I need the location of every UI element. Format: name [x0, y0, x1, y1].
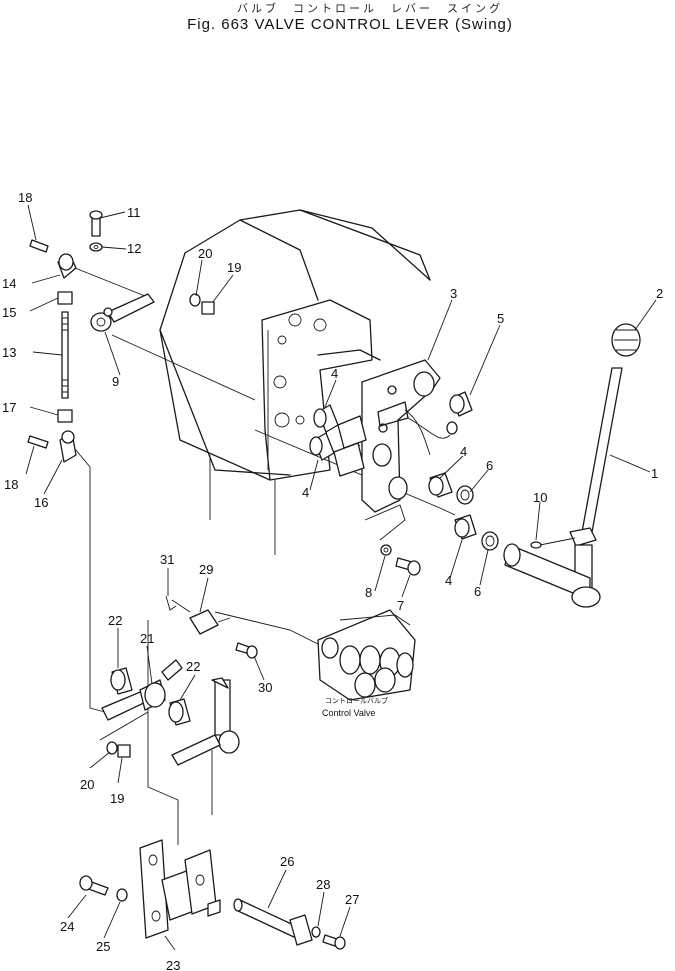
callout-11: 11	[127, 205, 141, 220]
callout-14: 14	[2, 276, 16, 291]
callout-17: 17	[2, 400, 16, 415]
part-26-shaft	[233, 898, 313, 946]
callout-22a: 22	[108, 613, 122, 628]
part-8-washer	[380, 544, 392, 556]
callout-2: 2	[656, 286, 663, 301]
part-13-rod	[61, 311, 69, 399]
part-19-nut	[117, 301, 215, 758]
callout-12: 12	[127, 241, 141, 256]
callout-13: 13	[2, 345, 16, 360]
callout-30: 30	[258, 680, 272, 695]
callout-20b: 20	[80, 777, 94, 792]
callout-15: 15	[2, 305, 16, 320]
part-22-bushings	[110, 667, 191, 726]
callout-23: 23	[166, 958, 180, 971]
callout-18b: 18	[4, 477, 18, 492]
part-6-seals	[456, 485, 499, 551]
part-4-bushings	[309, 404, 477, 540]
part-23-bracket	[139, 839, 221, 939]
callout-19b: 19	[110, 791, 124, 806]
part-25-washer	[116, 888, 128, 902]
part-18-bolts	[27, 239, 49, 449]
lever-arm-right	[171, 677, 240, 766]
callout-27: 27	[345, 892, 359, 907]
callout-28: 28	[316, 877, 330, 892]
part-28-washer	[311, 926, 321, 938]
callout-4c: 4	[460, 444, 467, 459]
control-valve-label: Control Valve	[322, 708, 375, 718]
callout-8: 8	[365, 585, 372, 600]
part-7-bolt	[395, 557, 421, 576]
callout-4b: 4	[302, 485, 309, 500]
diagram-title-japanese: バルブ コントロール レバー スイング	[237, 2, 503, 15]
part-17-nut	[57, 409, 73, 423]
control-valve	[317, 609, 416, 701]
part-29-clevis	[189, 609, 231, 635]
part-21-lever-assembly	[101, 659, 183, 721]
part-1-lever	[503, 367, 623, 608]
part-5-bushing	[449, 391, 473, 417]
callout-21: 21	[140, 631, 154, 646]
control-valve-label-jp: コントロールバルブ	[325, 696, 388, 705]
callout-9: 9	[112, 374, 119, 389]
part-15-nut	[57, 291, 73, 305]
callout-3: 3	[450, 286, 457, 301]
part-3-bracket	[361, 359, 458, 513]
machine-frame	[159, 209, 431, 555]
leader-lines	[25, 204, 657, 951]
part-9-arm	[90, 293, 155, 332]
part-11-bolt	[89, 210, 103, 237]
callout-6a: 6	[486, 458, 493, 473]
callout-20a: 20	[198, 246, 212, 261]
part-24-bolt	[79, 875, 109, 896]
part-10-pin	[530, 541, 542, 549]
part-20-washer	[106, 293, 201, 755]
callout-6b: 6	[474, 584, 481, 599]
part-16-rod-end	[59, 430, 77, 463]
callout-4d: 4	[445, 573, 452, 588]
callout-31: 31	[160, 552, 174, 567]
callout-16: 16	[34, 495, 48, 510]
callout-4a: 4	[331, 366, 338, 381]
callout-19a: 19	[227, 260, 241, 275]
part-31-pin	[165, 595, 191, 613]
callout-25: 25	[96, 939, 110, 954]
callout-1: 1	[651, 466, 658, 481]
callout-29: 29	[199, 562, 213, 577]
callout-10: 10	[533, 490, 547, 505]
callout-5: 5	[497, 311, 504, 326]
callout-24: 24	[60, 919, 74, 934]
callout-18a: 18	[18, 190, 32, 205]
part-14-rod-end	[57, 253, 77, 279]
part-12-washer	[89, 242, 103, 252]
callouts: 1 2 3 5 4 4 4 4 6 6 7 8 9 10 11 12 13 14…	[2, 190, 663, 971]
part-2-knob	[611, 323, 641, 357]
diagram-title: Fig. 663 VALVE CONTROL LEVER (Swing)	[187, 16, 513, 33]
part-30-bolt	[235, 642, 258, 659]
callout-7: 7	[397, 598, 404, 613]
callout-22b: 22	[186, 659, 200, 674]
callout-26: 26	[280, 854, 294, 869]
part-27-bolt	[322, 934, 346, 950]
